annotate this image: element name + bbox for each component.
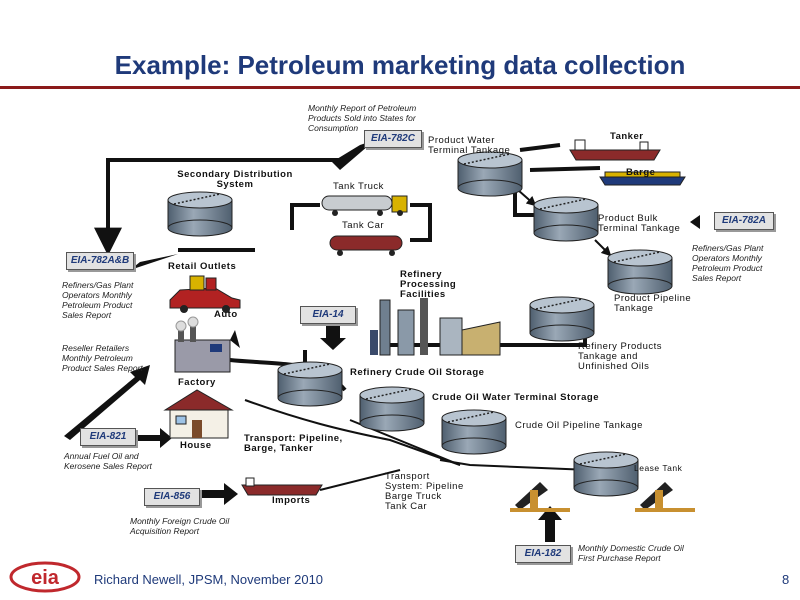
label-tank-truck: Tank Truck (333, 181, 384, 192)
note-eia-856: Monthly Foreign Crude Oil Acquisition Re… (130, 516, 230, 536)
pump-jacks (510, 482, 695, 512)
label-crude-pipeline: Crude Oil Pipeline Tankage (515, 420, 643, 431)
title-rule (0, 86, 800, 89)
refinery (370, 298, 501, 356)
product-water-tank (457, 151, 523, 197)
page-number: 8 (782, 572, 790, 587)
label-crude-water: Crude Oil Water Terminal Storage (432, 392, 599, 403)
import-ship (241, 477, 323, 496)
tanker-ship (569, 139, 661, 161)
label-lease-tank: Lease Tank (634, 463, 683, 473)
tank-car (329, 235, 403, 256)
note-eia-782a: Refiners/Gas Plant Operators Monthly Pet… (692, 243, 764, 283)
eia-logo: eia (9, 561, 81, 593)
tank-truck (321, 195, 408, 216)
lease-tank (573, 451, 639, 497)
product-bulk-tank (533, 196, 599, 242)
label-refinery-products: Refinery Products Tankage and Unfinished… (578, 341, 663, 372)
label-factory: Factory (178, 377, 216, 388)
crude-water-tank (359, 386, 425, 432)
report-tag-eia-856: EIA-856 (144, 488, 200, 506)
label-tank-car: Tank Car (342, 220, 385, 231)
label-house: House (180, 440, 212, 451)
note-eia-821: Annual Fuel Oil and Kerosene Sales Repor… (64, 451, 152, 471)
label-secondary-distribution: Secondary Distribution System (177, 169, 293, 190)
refinery-crude-tank (277, 361, 343, 407)
barge (599, 171, 686, 186)
house (163, 389, 234, 439)
label-barge: Barge (626, 167, 656, 178)
footer-text: Richard Newell, JPSM, November 2010 (94, 572, 324, 587)
product-pipeline-tank (607, 249, 673, 295)
label-product-water: Product Water Terminal Tankage (428, 135, 511, 156)
label-transport-system: Transport System: Pipeline Barge Truck T… (385, 471, 464, 512)
crude-pipeline-tank (441, 409, 507, 455)
auto-car (169, 275, 241, 313)
label-tanker: Tanker (610, 131, 644, 142)
report-tag-eia-782ab: EIA-782A&B (66, 252, 134, 270)
svg-text:eia: eia (31, 567, 60, 589)
report-tag-eia-14: EIA-14 (300, 306, 356, 324)
report-tag-eia-782c: EIA-782C (364, 130, 422, 148)
label-retail-outlets: Retail Outlets (168, 261, 237, 272)
label-auto: Auto (214, 309, 238, 320)
factory (174, 316, 231, 373)
report-tag-eia-182: EIA-182 (515, 545, 571, 563)
note-reseller: Reseller Retailers Monthly Petroleum Pro… (62, 343, 143, 373)
refinery-products-tank (529, 296, 595, 342)
note-eia-782ab: Refiners/Gas Plant Operators Monthly Pet… (62, 280, 134, 320)
report-tag-eia-821: EIA-821 (80, 428, 136, 446)
label-imports: Imports (272, 495, 311, 506)
note-eia-782c: Monthly Report of Petroleum Products Sol… (308, 103, 417, 133)
note-eia-182: Monthly Domestic Crude Oil First Purchas… (578, 543, 684, 563)
report-tag-eia-782a: EIA-782A (714, 212, 774, 230)
label-transport-pipeline-barge-tanker: Transport: Pipeline, Barge, Tanker (244, 433, 343, 454)
label-product-bulk: Product Bulk Terminal Tankage (598, 213, 681, 234)
label-refinery-crude: Refinery Crude Oil Storage (350, 367, 485, 378)
label-product-pipeline: Product Pipeline Tankage (614, 293, 692, 314)
secondary-distribution-tank (167, 191, 233, 237)
label-refinery-processing: Refinery Processing Facilities (400, 269, 457, 300)
slide-title: Example: Petroleum marketing data collec… (114, 50, 686, 80)
report-arrows (64, 140, 700, 542)
